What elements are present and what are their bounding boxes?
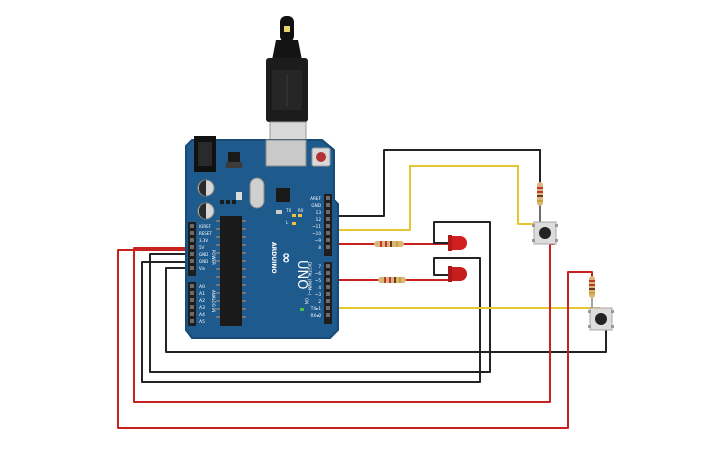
on-label: ON (304, 298, 309, 304)
icsp-header (220, 200, 236, 204)
usb-cable (266, 16, 308, 145)
power-pin-label: RESET (199, 231, 212, 236)
pin-label: 7 (318, 264, 321, 269)
analog-pin-label: A0 (199, 284, 205, 290)
led-red-2[interactable] (448, 266, 467, 282)
pin-label: ~3 (315, 292, 322, 297)
resistor-button-bottom[interactable] (589, 276, 595, 298)
pin-label: AREF (310, 196, 321, 201)
crystal-oscillator (249, 177, 265, 209)
power-header[interactable] (188, 222, 196, 276)
logo-symbol: ∞ (278, 252, 294, 264)
pin-label: 4 (318, 285, 321, 290)
resistor-led1[interactable] (374, 241, 404, 247)
pin-label: 13 (316, 210, 322, 215)
led-red-1[interactable] (448, 235, 467, 251)
pin-label: ~9 (315, 238, 322, 243)
usb-socket (265, 139, 307, 167)
onboard-leds (292, 214, 302, 225)
resistor-button-top[interactable] (537, 182, 543, 206)
pin-label: RX◂0 (310, 313, 321, 318)
reset-button[interactable] (311, 147, 331, 167)
digital-header-high[interactable] (324, 194, 332, 256)
capacitor (197, 179, 215, 197)
pushbutton-top[interactable] (532, 221, 558, 245)
usb-chip (276, 188, 290, 202)
pin-label: 12 (316, 217, 322, 222)
analog-pin-label: A5 (199, 319, 205, 325)
led-label-rx: RX (298, 208, 304, 213)
analog-title: ANALOG IN (211, 290, 216, 312)
voltage-regulator (228, 152, 240, 162)
pin-label: ~10 (312, 231, 321, 236)
analog-pin-label: A2 (199, 298, 205, 304)
power-pin-label: IOREF (199, 224, 212, 229)
analog-pin-label: A3 (199, 305, 205, 311)
resistor-led2[interactable] (378, 277, 406, 283)
board-brand: ARDUINO (270, 242, 277, 273)
power-title: POWER (211, 250, 216, 265)
pin-label: ~5 (315, 278, 322, 283)
arduino-board[interactable]: TX RX L ∞ ARDUINO UNO ON (185, 136, 339, 339)
led-label-tx: TX (285, 208, 291, 213)
analog-pin-label: A4 (199, 312, 205, 318)
led-label-l: L (286, 220, 289, 225)
pin-label: TX▸1 (310, 306, 322, 311)
digital-label: DIGITAL (PWM~) (307, 262, 312, 296)
wire-button-bottom-gnd[interactable] (165, 267, 607, 353)
power-pin-label: GND (199, 259, 208, 264)
analog-header[interactable] (188, 282, 196, 326)
power-pin-label: 3.3V (199, 238, 208, 243)
pushbutton-bottom[interactable] (588, 307, 614, 331)
pin-label: 2 (318, 299, 321, 304)
wire-gnd-to-button-top[interactable] (329, 149, 541, 226)
wire-5v-to-button-bottom[interactable] (117, 249, 593, 429)
wire-led1-gnd[interactable] (149, 221, 491, 373)
power-pin-label: GND (199, 252, 208, 257)
pin-label: 8 (318, 245, 321, 250)
capacitor (197, 202, 215, 220)
pin-label: GND (311, 203, 321, 208)
analog-pin-label: A1 (199, 291, 205, 297)
wire-led2-gnd[interactable] (141, 257, 481, 383)
arduino-logo: ∞ ARDUINO (270, 242, 294, 273)
wire-pin12-to-button-top[interactable] (329, 165, 537, 231)
pin-label: ~11 (312, 224, 321, 229)
atmega-chip (216, 216, 246, 326)
power-pin-label: Vin (199, 266, 206, 271)
board-model: UNO (294, 260, 309, 289)
pin-label: ~6 (315, 271, 322, 276)
on-led (300, 308, 304, 311)
digital-header-low[interactable] (324, 262, 332, 324)
power-pin-label: 5V (199, 245, 205, 250)
